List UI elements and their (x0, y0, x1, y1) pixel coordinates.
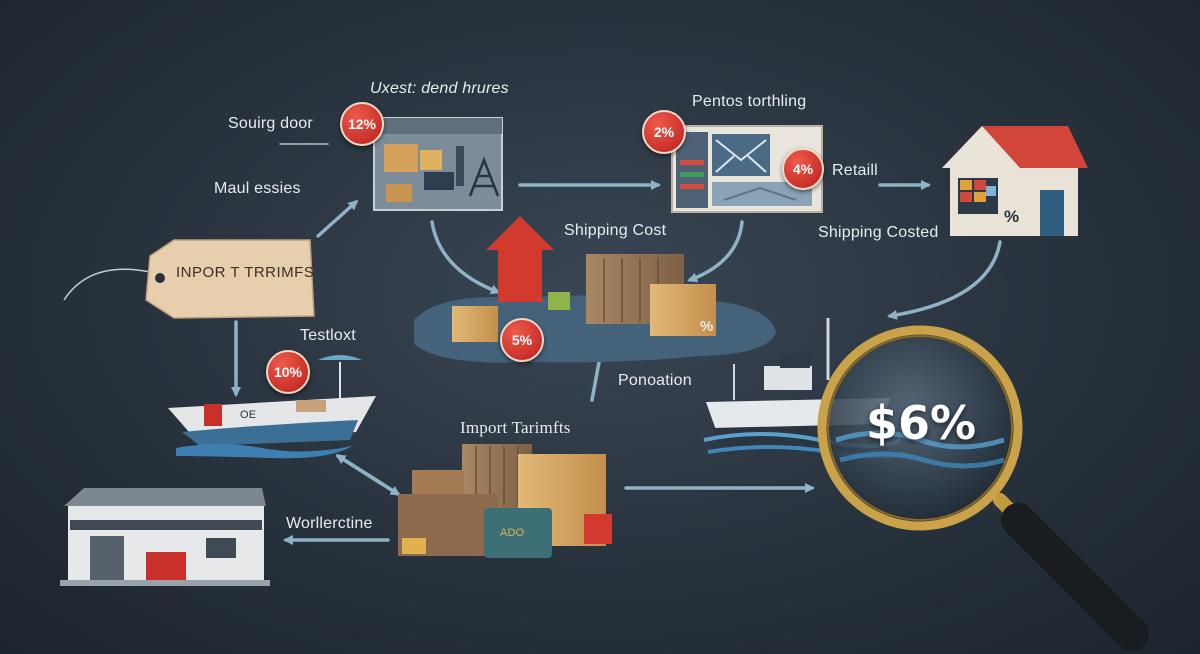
house-percent: % (1004, 207, 1020, 226)
arrow-factory-to-pool (430, 220, 501, 295)
warehouse (60, 488, 270, 586)
crate-label: ADO (500, 527, 525, 539)
label-testloxt: Testloxt (300, 327, 356, 344)
badge-4-percent: 4% (782, 148, 824, 190)
label-top-right: Pentos torthling (692, 93, 807, 110)
label-sourcing: Souirg door (228, 115, 313, 132)
label-top-center: Uxest: dend hrures (370, 80, 509, 97)
factory-panel (373, 117, 503, 211)
label-ponoation: Ponoation (618, 372, 692, 389)
arrow-office-to-pool (687, 220, 744, 283)
arrow-tag-to-factory (316, 199, 359, 238)
label-maulessies: Maul essies (214, 180, 301, 197)
badge-10-percent: 10% (266, 350, 310, 394)
label-shipping-cost: Shipping Cost (564, 222, 667, 239)
badge-2-percent: 2% (642, 110, 686, 154)
tag-text: INPOR T TRRIMFS (176, 264, 315, 281)
badge-5-percent: 5% (500, 318, 544, 362)
cargo-boxes (398, 444, 612, 558)
flow-arrows (231, 143, 1002, 545)
box-percent: % (700, 318, 714, 335)
boat-mark: OE (240, 409, 257, 421)
cargo-boat-small (168, 355, 376, 459)
label-worllerctine: Worllerctine (286, 515, 373, 532)
arrow-house-to-magnifier (887, 240, 1002, 320)
label-shipping-costed: Shipping Costed (818, 224, 939, 241)
label-import-tariffs: Import Tarimfts (460, 418, 571, 437)
arrow-boxes-to-boat (335, 454, 400, 496)
badge-12-percent: 12% (340, 102, 384, 146)
retail-house (942, 126, 1088, 236)
magnifier-value: $6% (866, 396, 977, 450)
price-tag (63, 239, 315, 319)
magnifier (817, 325, 1149, 651)
label-retail: Retaill (832, 162, 878, 179)
